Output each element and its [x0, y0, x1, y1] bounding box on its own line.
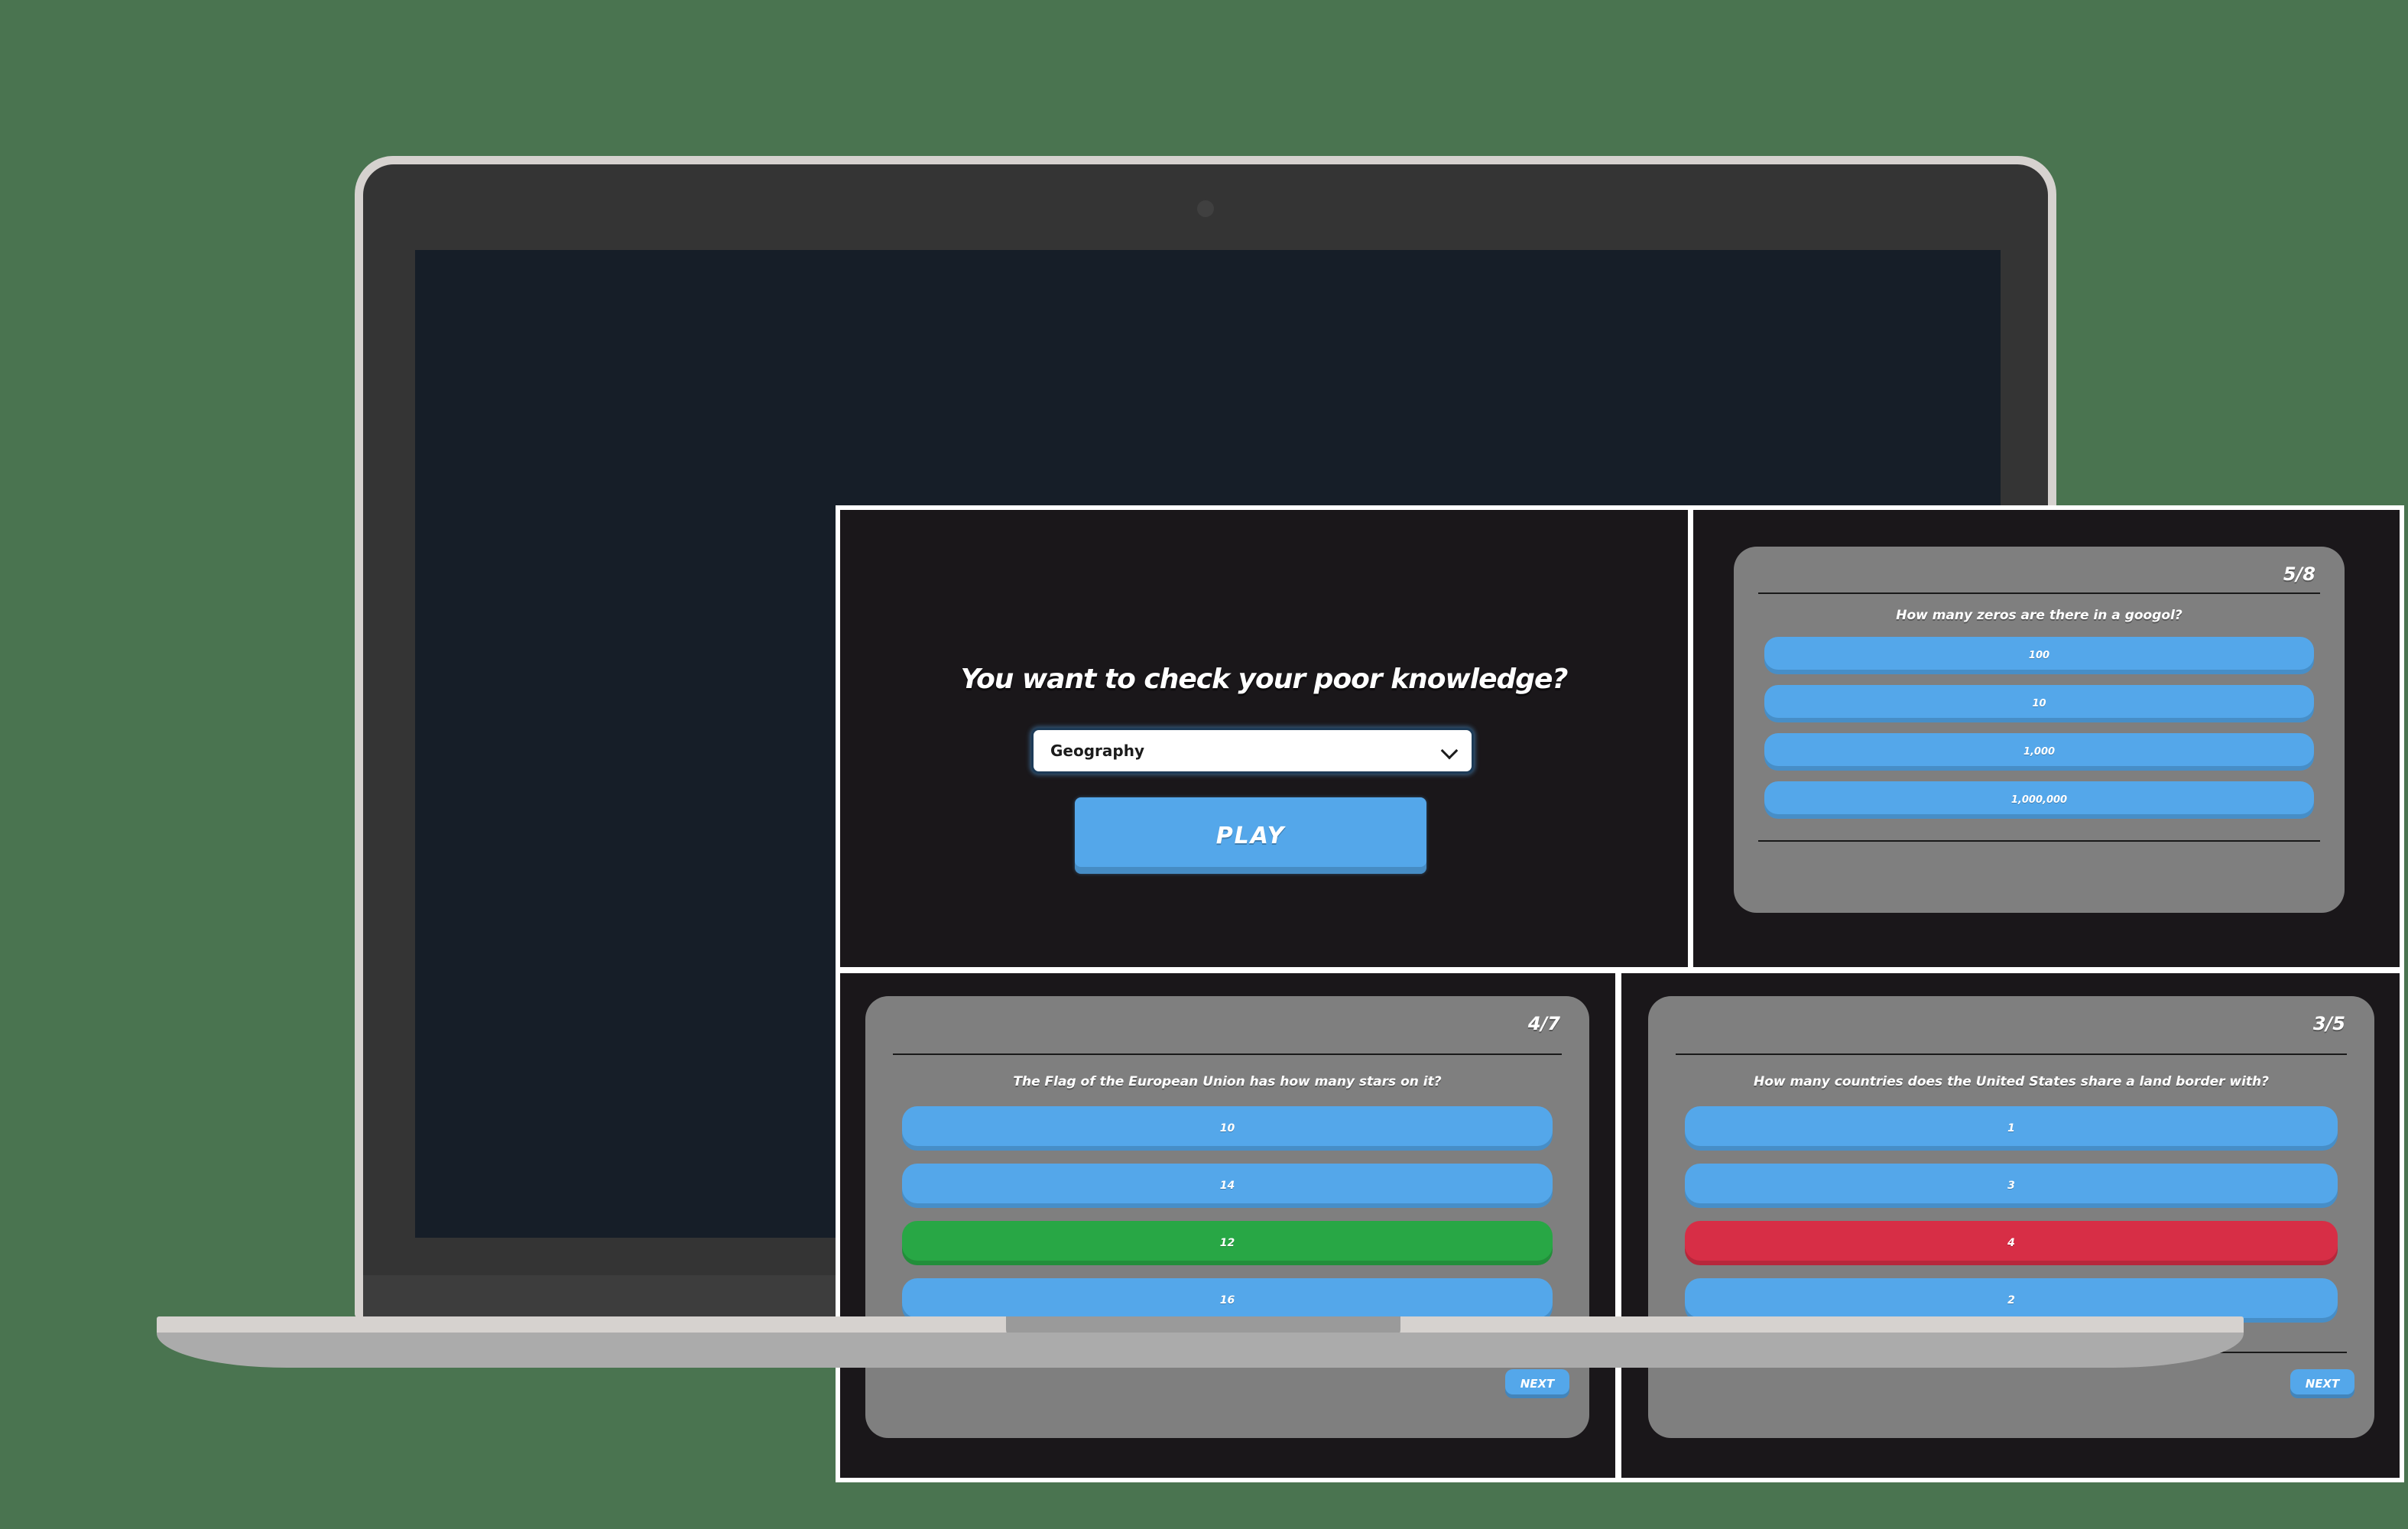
- divider-top: [893, 1053, 1562, 1055]
- answer-option-correct[interactable]: 12: [902, 1221, 1553, 1265]
- answer-option[interactable]: 1,000,000: [1764, 781, 2314, 819]
- answer-list: 10 14 12 16: [902, 1106, 1553, 1323]
- next-button[interactable]: NEXT: [2290, 1369, 2354, 1398]
- question-text: The Flag of the European Union has how m…: [1013, 1074, 1442, 1089]
- progress-label: 4/7: [1527, 1013, 1560, 1034]
- answer-option-incorrect[interactable]: 4: [1685, 1221, 2338, 1265]
- divider-top: [1758, 592, 2320, 594]
- answer-option[interactable]: 1,000: [1764, 733, 2314, 771]
- laptop-screen: You want to check your poor knowledge? G…: [415, 250, 2404, 1482]
- panel-quiz-us-borders: 3/5 How many countries does the United S…: [1621, 973, 2400, 1478]
- quiz-card: 4/7 The Flag of the European Union has h…: [865, 996, 1589, 1438]
- panel-quiz-googol: 5/8 How many zeros are there in a googol…: [1693, 510, 2400, 967]
- answer-option[interactable]: 16: [902, 1278, 1553, 1323]
- answer-option[interactable]: 14: [902, 1164, 1553, 1208]
- webcam-dot: [1197, 200, 1214, 217]
- answer-option[interactable]: 10: [1764, 685, 2314, 722]
- question-text: How many zeros are there in a googol?: [1896, 608, 2182, 623]
- answer-list: 1 3 4 2: [1685, 1106, 2338, 1323]
- category-select-wrap: Geography: [1031, 728, 1474, 774]
- play-button[interactable]: PLAY: [1075, 797, 1426, 874]
- answer-option[interactable]: 10: [902, 1106, 1553, 1151]
- answer-option[interactable]: 1: [1685, 1106, 2338, 1151]
- category-select[interactable]: Geography: [1031, 728, 1474, 774]
- quiz-card: 3/5 How many countries does the United S…: [1648, 996, 2374, 1438]
- quiz-card: 5/8 How many zeros are there in a googol…: [1734, 547, 2345, 913]
- laptop-base: [157, 1333, 2244, 1368]
- panel-start: You want to check your poor knowledge? G…: [840, 510, 1688, 967]
- progress-label: 5/8: [2283, 563, 2316, 585]
- progress-label: 3/5: [2312, 1013, 2345, 1034]
- answer-option[interactable]: 100: [1764, 637, 2314, 674]
- answer-option[interactable]: 3: [1685, 1164, 2338, 1208]
- divider-top: [1676, 1053, 2347, 1055]
- panel-quiz-eu-flag: 4/7 The Flag of the European Union has h…: [840, 973, 1615, 1478]
- start-heading: You want to check your poor knowledge?: [960, 664, 1569, 695]
- answer-option[interactable]: 2: [1685, 1278, 2338, 1323]
- question-text: How many countries does the United State…: [1753, 1074, 2270, 1089]
- answer-list: 100 10 1,000 1,000,000: [1764, 637, 2314, 819]
- divider-bottom: [1758, 840, 2320, 842]
- next-button[interactable]: NEXT: [1505, 1369, 1569, 1398]
